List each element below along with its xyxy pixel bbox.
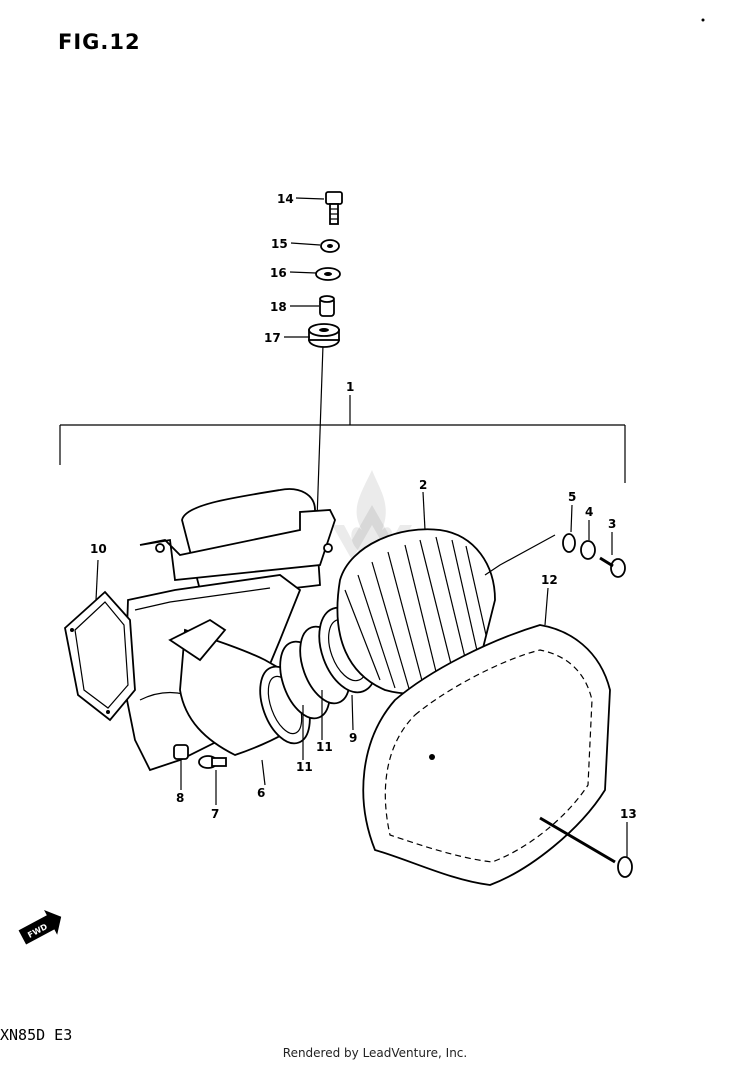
corner-mark xyxy=(701,18,705,22)
footer-credit: Rendered by LeadVenture, Inc. xyxy=(282,1046,468,1060)
callout-1: 1 xyxy=(346,380,354,394)
long-screw-13 xyxy=(539,816,633,878)
gasket-10 xyxy=(64,559,136,722)
fwd-arrow-icon: FWD xyxy=(18,910,62,945)
nut-4 xyxy=(580,520,596,560)
figure-title: FIG.12 xyxy=(58,30,141,54)
nut-15 xyxy=(320,239,340,253)
callout-7: 7 xyxy=(211,807,219,821)
collar-8 xyxy=(173,744,189,790)
cover-12 xyxy=(362,587,611,886)
callout-10: 10 xyxy=(90,542,107,556)
callout-leaders xyxy=(284,197,325,338)
grommet-17 xyxy=(308,323,340,348)
callout-8: 8 xyxy=(176,791,184,805)
callout-15: 15 xyxy=(271,237,288,251)
collar-18 xyxy=(319,295,335,317)
callout-9: 9 xyxy=(349,731,357,745)
callout-3: 3 xyxy=(608,517,616,531)
callout-6: 6 xyxy=(257,786,265,800)
intake-tube-6 xyxy=(168,618,311,786)
filter-element-2 xyxy=(336,491,496,695)
callout-5: 5 xyxy=(568,490,576,504)
callout-11-right: 11 xyxy=(316,740,333,754)
callout-14: 14 xyxy=(277,192,294,206)
assembly-bracket xyxy=(59,344,626,521)
callout-11-left: 11 xyxy=(296,760,313,774)
callout-4: 4 xyxy=(585,505,593,519)
model-code: XN85D E3 xyxy=(0,1026,73,1044)
callout-17: 17 xyxy=(264,331,281,345)
callout-13: 13 xyxy=(620,807,637,821)
callout-2: 2 xyxy=(419,478,427,492)
screw-3 xyxy=(599,532,626,578)
screw-7 xyxy=(198,755,227,805)
washer-5 xyxy=(484,504,576,576)
bolt-14 xyxy=(325,191,343,225)
callout-16: 16 xyxy=(270,266,287,280)
washer-16 xyxy=(315,267,341,281)
callout-18: 18 xyxy=(270,300,287,314)
callout-12: 12 xyxy=(541,573,558,587)
